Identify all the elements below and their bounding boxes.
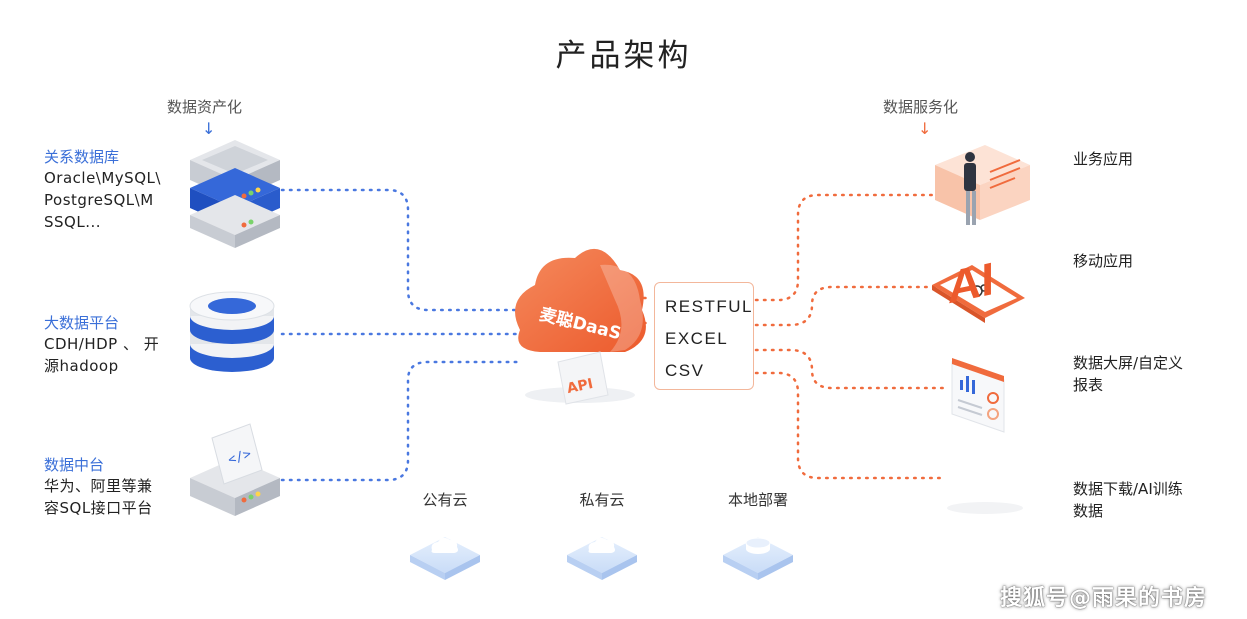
source-relational-db: 关系数据库 Oracle\MySQL\ PostgreSQL\M SSQL... — [44, 146, 184, 233]
disk-stack-icon — [190, 292, 274, 372]
source-desc: Oracle\MySQL\ PostgreSQL\M SSQL... — [44, 167, 184, 233]
local-deployment-icon — [723, 537, 793, 580]
ai-icon-text: AI — [948, 252, 994, 313]
right-header-label: 数据服务化 — [883, 96, 958, 117]
code-server-icon: </> — [190, 424, 280, 516]
output-dashboard-report: 数据大屏/自定义 报表 — [1073, 352, 1223, 396]
deployment-local: 本地部署 — [698, 489, 818, 510]
source-title: 关系数据库 — [44, 146, 184, 167]
public-cloud-icon — [410, 537, 480, 580]
dashboard-report-icon — [952, 358, 1004, 432]
source-desc: 华为、阿里等兼 容SQL接口平台 — [44, 475, 184, 519]
source-data-middle-platform: 数据中台 华为、阿里等兼 容SQL接口平台 — [44, 454, 184, 519]
database-server-icon — [190, 140, 280, 248]
output-mobile-app: 移动应用 — [1073, 250, 1223, 272]
left-down-arrow-icon: ↓ — [202, 119, 215, 138]
left-header-label: 数据资产化 — [167, 96, 242, 117]
watermark: 搜狐号@雨果的书房 — [1000, 580, 1207, 612]
page-title: 产品架构 — [0, 30, 1247, 75]
deployment-public-cloud: 公有云 — [385, 489, 505, 510]
business-presenter-icon — [935, 145, 1030, 225]
source-connectors — [282, 190, 520, 480]
output-download-ai: 数据下载/AI训练 数据 — [1073, 478, 1223, 522]
output-business-app: 业务应用 — [1073, 148, 1223, 170]
private-cloud-icon — [567, 537, 637, 580]
daas-cloud-icon: 麦聪DaaS API — [515, 249, 646, 404]
source-desc: CDH/HDP 、 开 源hadoop — [44, 333, 184, 377]
source-bigdata-platform: 大数据平台 CDH/HDP 、 开 源hadoop — [44, 312, 184, 377]
api-format-csv: CSV — [665, 355, 753, 387]
connector-business — [756, 195, 935, 300]
api-format-box: RESTFUL EXCEL CSV — [654, 282, 754, 390]
source-title: 数据中台 — [44, 454, 184, 475]
connector-relational — [282, 190, 520, 310]
deployment-private-cloud: 私有云 — [542, 489, 662, 510]
api-format-restful: RESTFUL — [665, 291, 753, 323]
source-title: 大数据平台 — [44, 312, 184, 333]
connector-datamid — [282, 362, 520, 480]
right-down-arrow-icon: ↓ — [918, 119, 931, 138]
connector-dashboard — [756, 350, 945, 388]
api-format-excel: EXCEL — [665, 323, 753, 355]
connector-mobile — [756, 287, 935, 325]
